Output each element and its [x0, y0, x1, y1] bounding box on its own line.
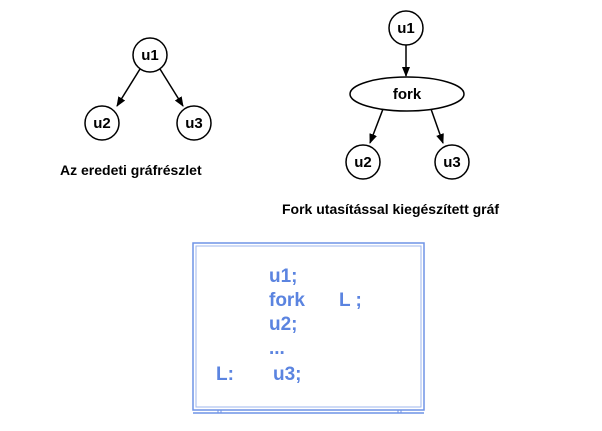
- right-node-u3: u3: [434, 144, 470, 180]
- code-line-fork-target: L ;: [339, 290, 362, 311]
- left-node-u3-label: u3: [185, 115, 203, 132]
- right-edge-fork-u3: [430, 108, 444, 144]
- right-node-u2: u2: [345, 144, 381, 180]
- code-line-fork-keyword: fork: [269, 290, 305, 311]
- right-node-u1-label: u1: [397, 20, 415, 37]
- code-label-L: L:: [216, 364, 234, 385]
- code-line-u3: u3;: [273, 364, 302, 385]
- code-line-u1: u1;: [269, 266, 298, 287]
- right-edge-fork-u2: [369, 108, 384, 144]
- code-box: u1; fork L ; u2; ... L: u3;: [192, 242, 425, 414]
- right-node-fork: fork: [349, 76, 465, 112]
- left-node-u3: u3: [176, 105, 212, 141]
- left-graph-caption: Az eredeti gráfrészlet: [60, 162, 202, 178]
- right-node-fork-label: fork: [393, 86, 422, 103]
- left-node-u2-label: u2: [93, 115, 111, 132]
- left-edge-u1-u2: [116, 68, 141, 107]
- right-node-u2-label: u2: [354, 154, 372, 171]
- right-node-u3-label: u3: [443, 154, 461, 171]
- left-edge-u1-u3: [159, 68, 184, 107]
- left-node-u1: u1: [132, 37, 168, 73]
- left-node-u2: u2: [84, 105, 120, 141]
- left-node-u1-label: u1: [141, 47, 159, 64]
- code-line-ellipsis: ...: [269, 338, 285, 359]
- code-line-u2: u2;: [269, 314, 298, 335]
- left-graph: u1 u2 u3 Az eredeti gráfrészlet: [60, 37, 212, 178]
- right-graph: u1 fork u2 u3 Fork utasítással kiegészít…: [282, 10, 499, 217]
- right-node-u1: u1: [388, 10, 424, 46]
- right-graph-caption: Fork utasítással kiegészített gráf: [282, 201, 499, 217]
